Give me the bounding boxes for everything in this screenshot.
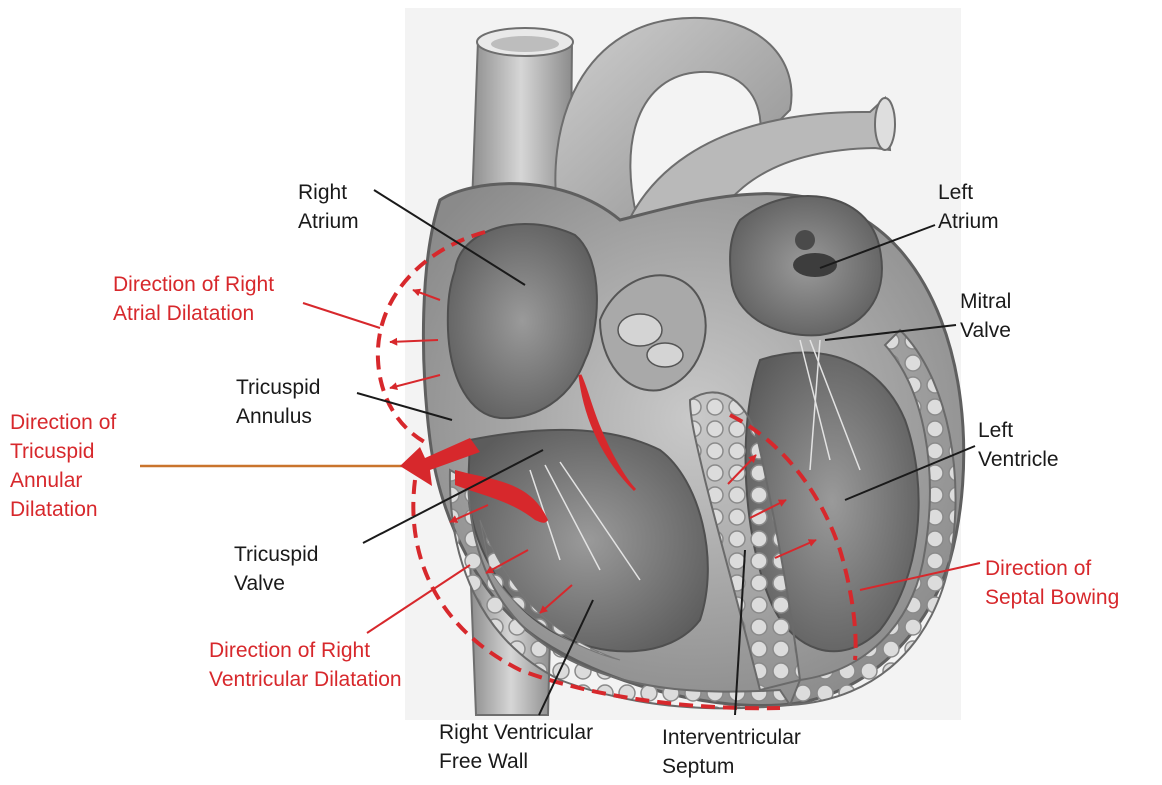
label-left-atrium: LeftAtrium bbox=[938, 178, 999, 236]
label-rv-free-wall: Right VentricularFree Wall bbox=[439, 718, 593, 776]
label-left-ventricle: LeftVentricle bbox=[978, 416, 1059, 474]
annotation-rv-dilatation: Direction of RightVentricular Dilatation bbox=[209, 636, 402, 694]
annotation-tricuspid-annular-dilatation: Direction ofTricuspidAnnularDilatation bbox=[10, 408, 116, 524]
annotation-septal-bowing: Direction ofSeptal Bowing bbox=[985, 554, 1119, 612]
label-tricuspid-valve: TricuspidValve bbox=[234, 540, 318, 598]
annotation-ra-dilatation: Direction of RightAtrial Dilatation bbox=[113, 270, 274, 328]
label-interventricular-septum: InterventricularSeptum bbox=[662, 723, 801, 781]
label-mitral-valve: MitralValve bbox=[960, 287, 1011, 345]
label-right-atrium: RightAtrium bbox=[298, 178, 359, 236]
label-tricuspid-annulus: TricuspidAnnulus bbox=[236, 373, 320, 431]
